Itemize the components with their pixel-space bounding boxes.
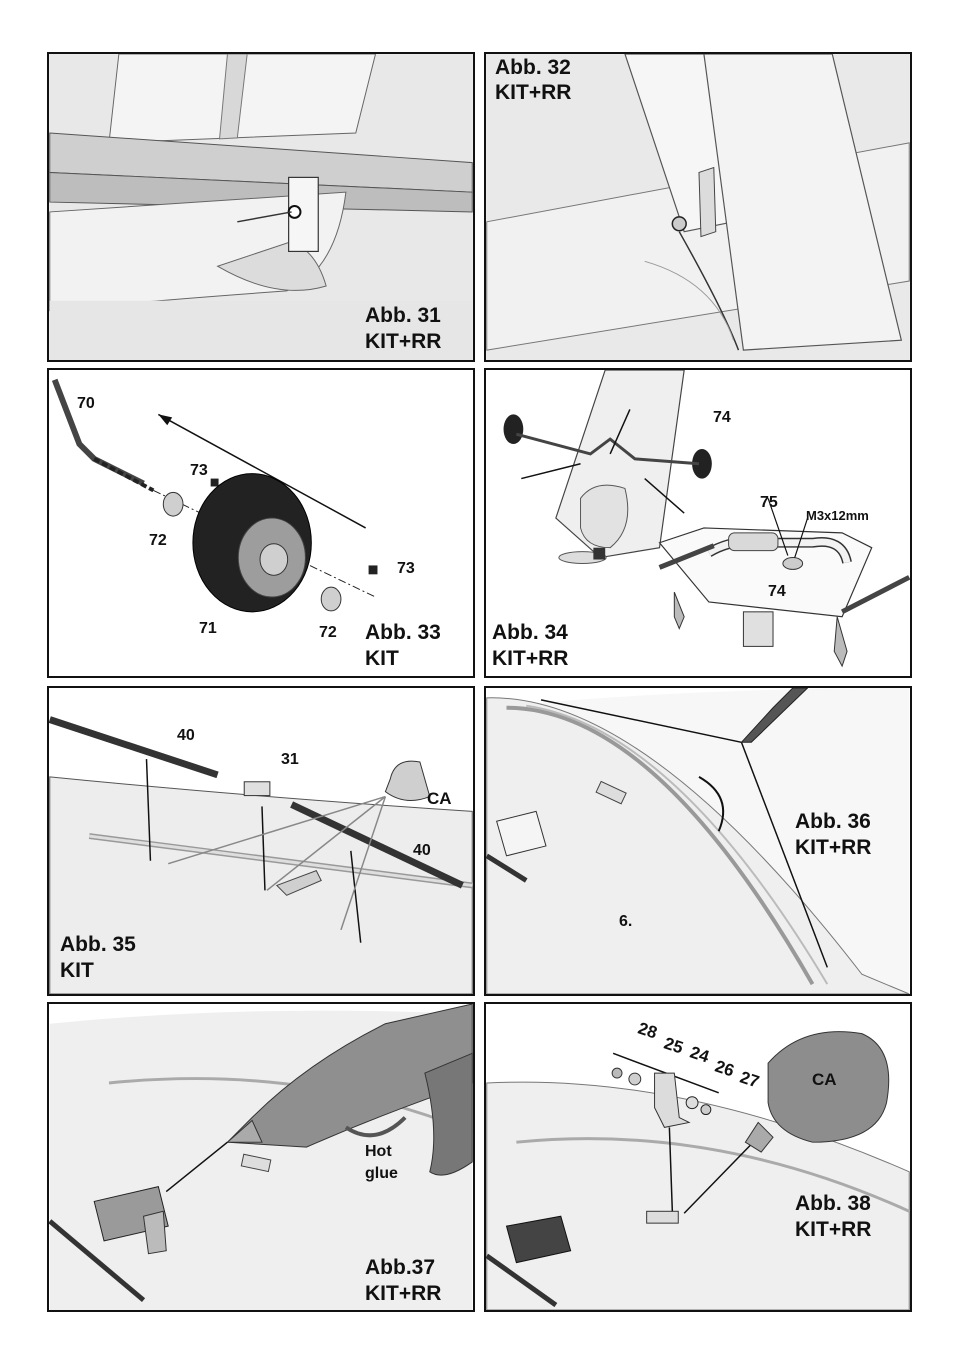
wing-joiner-illustration (49, 716, 473, 994)
part-label-6: 6. (619, 913, 633, 930)
figure-subcaption: KIT+RR (795, 1218, 872, 1241)
part-label-74: 74 (713, 409, 731, 426)
part-label-31: 31 (281, 751, 299, 768)
landing-gear-illustration (503, 370, 910, 668)
figure-panel-34: 74 75 M3x12mm 74 Abb. 34 KIT+RR (484, 368, 912, 678)
figure-panel-31: Abb. 31 KIT+RR (47, 52, 475, 362)
figure-panel-37: Hot glue Abb.37 KIT+RR (47, 1002, 475, 1312)
figure-panel-33: 70 73 72 73 71 72 Abb. 33 KIT (47, 368, 475, 678)
screw-size-label: M3x12mm (806, 508, 869, 523)
figure-caption: Abb.37 (365, 1256, 436, 1279)
part-label-75: 75 (760, 494, 778, 511)
figure-subcaption: KIT+RR (795, 836, 872, 859)
figure-caption: Abb. 36 (795, 810, 871, 833)
part-label-70: 70 (77, 395, 95, 412)
figure-subcaption: KIT+RR (492, 647, 569, 670)
figure-subcaption: KIT (365, 647, 399, 670)
part-label-74: 74 (768, 583, 786, 600)
figure-subcaption: KIT+RR (365, 1282, 442, 1305)
part-label-40: 40 (177, 727, 195, 744)
wheel-assembly-illustration (51, 378, 378, 613)
figure-caption: Abb. 35 (60, 933, 136, 956)
part-label-72: 72 (149, 532, 167, 549)
ca-glue-label: CA (427, 789, 452, 808)
figure-subcaption: KIT+RR (495, 81, 572, 104)
part-label-73: 73 (397, 560, 415, 577)
figure-caption: Abb. 38 (795, 1192, 871, 1215)
figure-panel-36: 6. Abb. 36 KIT+RR (484, 686, 912, 996)
figure-caption: Abb. 31 (365, 304, 441, 327)
horn-install-illustration (486, 1031, 910, 1310)
hot-glue-illustration (49, 1004, 473, 1310)
figure-subcaption: KIT+RR (365, 330, 442, 353)
rudder-horn-illustration (486, 54, 910, 360)
part-label-40: 40 (413, 842, 431, 859)
figure-panel-32: Abb. 32 KIT+RR (484, 52, 912, 362)
figure-caption: Abb. 33 (365, 621, 441, 644)
tail-hinge-illustration (49, 54, 473, 360)
figure-caption: Abb. 34 (492, 621, 568, 644)
figure-caption: Abb. 32 (495, 56, 571, 79)
hot-label: Hot (365, 1143, 392, 1160)
part-label-71: 71 (199, 620, 217, 637)
glue-label: glue (365, 1165, 398, 1182)
ca-glue-label: CA (812, 1070, 837, 1089)
figure-subcaption: KIT (60, 959, 94, 982)
figure-panel-35: 40 31 CA 40 Abb. 35 KIT (47, 686, 475, 996)
figure-panel-38: 28 25 24 26 27 CA Abb. 38 KIT+RR (484, 1002, 912, 1312)
hinge-cutting-illustration (486, 688, 910, 994)
part-label-73: 73 (190, 462, 208, 479)
part-label-72: 72 (319, 624, 337, 641)
